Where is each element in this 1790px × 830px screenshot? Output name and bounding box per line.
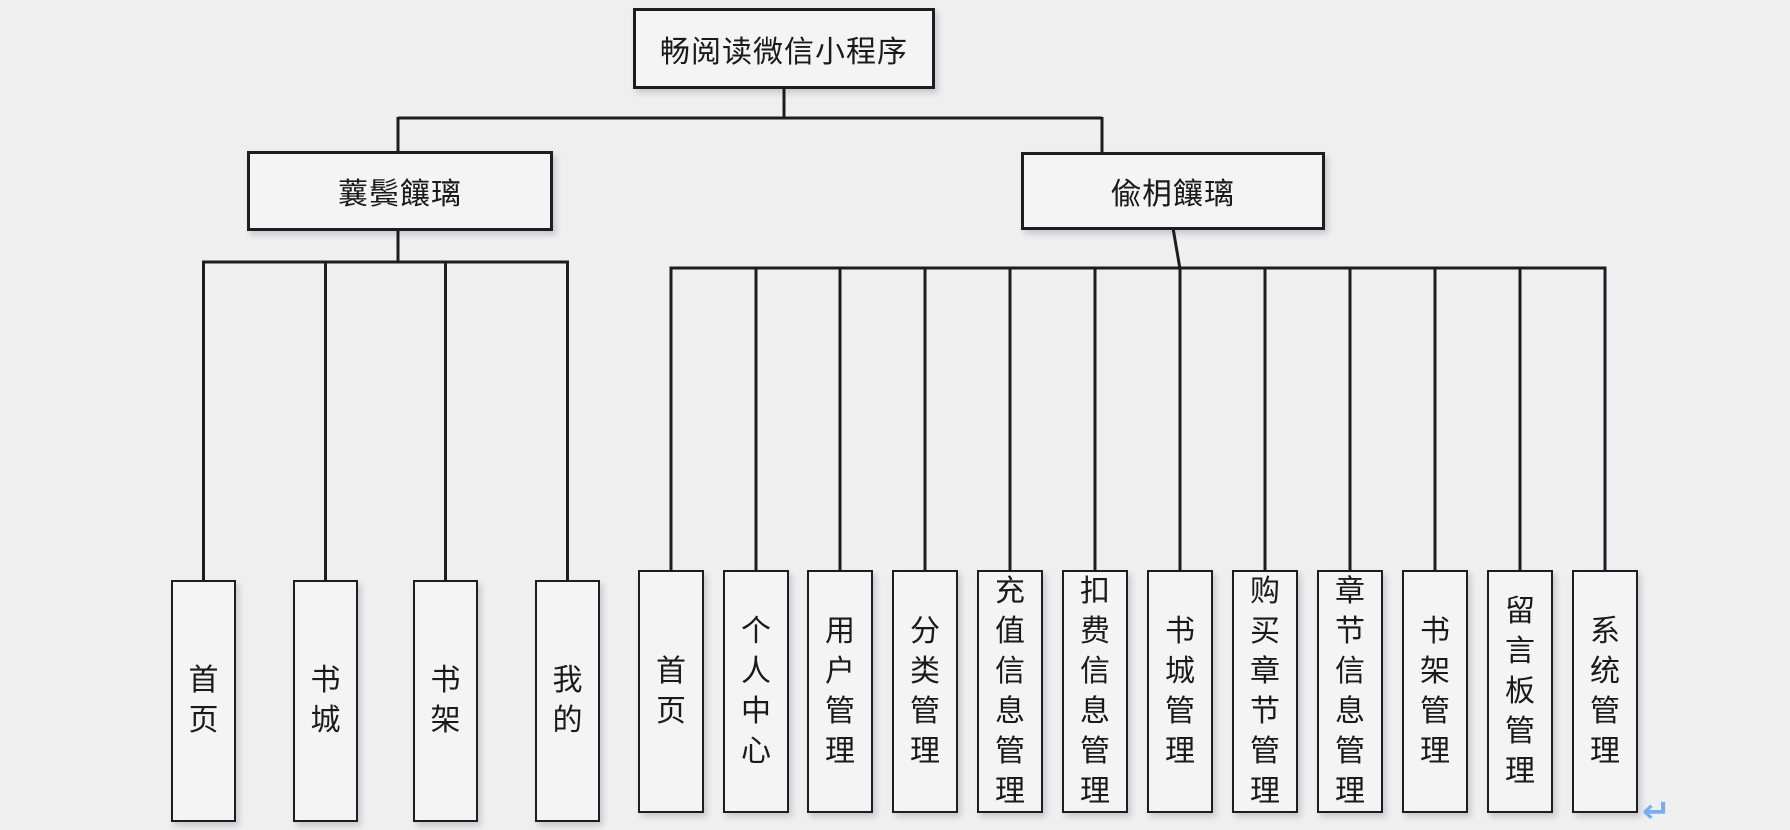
node-backend-label: 偸枂饟璃	[1111, 178, 1235, 211]
node-back-user-mgmt: 用户管理	[807, 570, 873, 813]
node-front-mine: 我的	[535, 580, 600, 822]
node-back-purchase-chapter-mgmt-label: 购买章节管理	[1250, 574, 1280, 808]
node-back-user-mgmt-label: 用户管理	[825, 614, 855, 768]
node-back-chapter-info-mgmt: 章节信息管理	[1317, 570, 1383, 813]
node-front-mine-label: 我的	[552, 664, 583, 737]
node-frontend: 蘘鬓饟璃	[247, 151, 553, 231]
node-back-chapter-info-mgmt-label: 章节信息管理	[1335, 574, 1365, 808]
node-root-label: 畅阅读微信小程序	[660, 35, 908, 69]
node-back-purchase-chapter-mgmt: 购买章节管理	[1232, 570, 1298, 813]
node-back-category-mgmt-label: 分类管理	[910, 614, 940, 768]
node-back-message-board-mgmt-label: 留言板管理	[1505, 594, 1535, 788]
node-back-personal-center: 个人中心	[723, 570, 789, 813]
node-backend: 偸枂饟璃	[1021, 152, 1325, 230]
node-back-deduction-info-mgmt: 扣费信息管理	[1062, 570, 1128, 813]
node-back-bookshelf-mgmt-label: 书架管理	[1420, 614, 1450, 768]
node-back-system-mgmt-label: 系统管理	[1590, 614, 1620, 768]
node-back-system-mgmt: 系统管理	[1572, 570, 1638, 813]
node-back-recharge-info-mgmt-label: 充值信息管理	[995, 574, 1025, 808]
node-front-bookstore-label: 书城	[310, 664, 341, 737]
node-back-personal-center-label: 个人中心	[741, 614, 771, 768]
node-back-category-mgmt: 分类管理	[892, 570, 958, 813]
node-frontend-label: 蘘鬓饟璃	[338, 178, 462, 211]
node-back-bookshelf-mgmt: 书架管理	[1402, 570, 1468, 813]
node-front-bookshelf-label: 书架	[430, 664, 461, 737]
node-front-home: 首页	[171, 580, 236, 822]
node-front-bookstore: 书城	[293, 580, 358, 822]
return-icon: ↵	[1641, 792, 1671, 830]
node-back-bookstore-mgmt: 书城管理	[1147, 570, 1213, 813]
node-root: 畅阅读微信小程序	[633, 8, 935, 89]
node-back-home-label: 首页	[656, 654, 686, 728]
node-back-recharge-info-mgmt: 充值信息管理	[977, 570, 1043, 813]
node-back-home: 首页	[638, 570, 704, 813]
node-front-home-label: 首页	[188, 664, 219, 737]
node-back-message-board-mgmt: 留言板管理	[1487, 570, 1553, 813]
node-front-bookshelf: 书架	[413, 580, 478, 822]
node-back-deduction-info-mgmt-label: 扣费信息管理	[1080, 574, 1110, 808]
node-back-bookstore-mgmt-label: 书城管理	[1165, 614, 1195, 768]
